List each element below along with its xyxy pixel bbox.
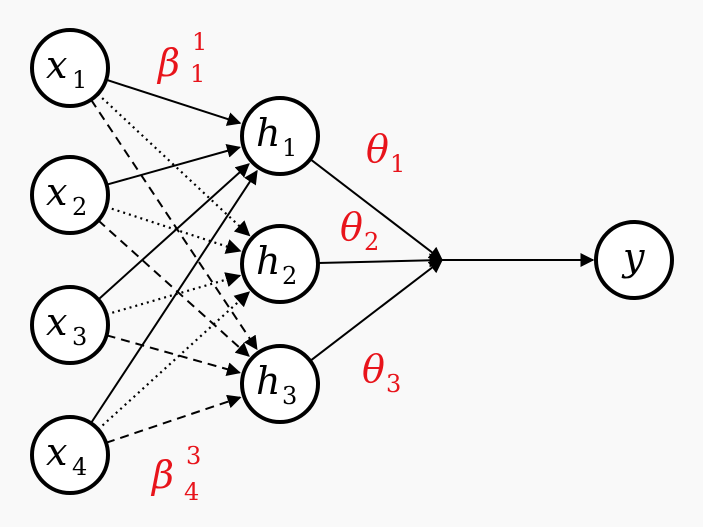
edge-x1-h2 xyxy=(97,93,251,237)
svg-text:β: β xyxy=(156,41,180,85)
svg-text:β: β xyxy=(150,453,174,497)
input-node-x2-label: x xyxy=(46,170,67,214)
edge-x1-h3 xyxy=(90,99,258,351)
hidden-node-h3-label: h xyxy=(256,359,280,403)
hidden-node-h2-subscript: 2 xyxy=(282,262,297,290)
edge-x3-h1 xyxy=(97,163,250,301)
input-node-x2-subscript: 2 xyxy=(72,193,87,221)
output-node-y-label: y xyxy=(621,235,645,279)
edge-x3-h3 xyxy=(106,334,241,376)
weight-label-beta-1-1: β 1 1 xyxy=(156,28,207,88)
edge-x4-h1 xyxy=(90,169,258,424)
edge-x3-h2 xyxy=(106,272,242,316)
hidden-node-h1-subscript: 1 xyxy=(282,134,297,162)
svg-text:3: 3 xyxy=(386,370,401,398)
svg-text:3: 3 xyxy=(186,442,201,470)
edge-h3-out xyxy=(309,259,444,362)
edge-h2-out xyxy=(317,253,444,268)
edge-h1-out xyxy=(309,158,444,261)
input-node-x3-subscript: 3 xyxy=(72,323,87,351)
output-node-y: y xyxy=(594,220,674,300)
input-node-x1-subscript: 1 xyxy=(72,66,87,94)
edges xyxy=(90,78,595,444)
edge-x4-h3 xyxy=(105,394,242,444)
input-node-x4-label: x xyxy=(46,430,67,474)
input-node-x4-subscript: 4 xyxy=(72,453,87,481)
weight-label-theta-3: θ 3 xyxy=(362,347,401,398)
input-node-x3-label: x xyxy=(46,300,67,344)
svg-text:1: 1 xyxy=(192,28,207,56)
weight-label-theta-1: θ 1 xyxy=(366,127,405,178)
svg-text:θ: θ xyxy=(340,205,363,249)
weight-label-theta-2: θ 2 xyxy=(340,205,379,256)
input-node-x1-label: x xyxy=(46,43,67,87)
svg-text:2: 2 xyxy=(364,228,379,256)
svg-text:1: 1 xyxy=(390,150,405,178)
svg-text:θ: θ xyxy=(366,127,389,171)
svg-text:4: 4 xyxy=(184,478,199,506)
hidden-node-h1-label: h xyxy=(256,111,280,155)
edge-x1-h1 xyxy=(105,78,242,126)
edge-x4-h2 xyxy=(97,291,251,431)
svg-text:θ: θ xyxy=(362,347,385,391)
hidden-node-h3-subscript: 3 xyxy=(282,382,297,410)
hidden-node-h2-label: h xyxy=(256,239,280,283)
svg-text:1: 1 xyxy=(190,60,205,88)
weight-label-beta-4-3: β 3 4 xyxy=(150,442,201,506)
edge-x2-h1 xyxy=(106,144,241,186)
edge-x2-h3 xyxy=(97,219,250,357)
